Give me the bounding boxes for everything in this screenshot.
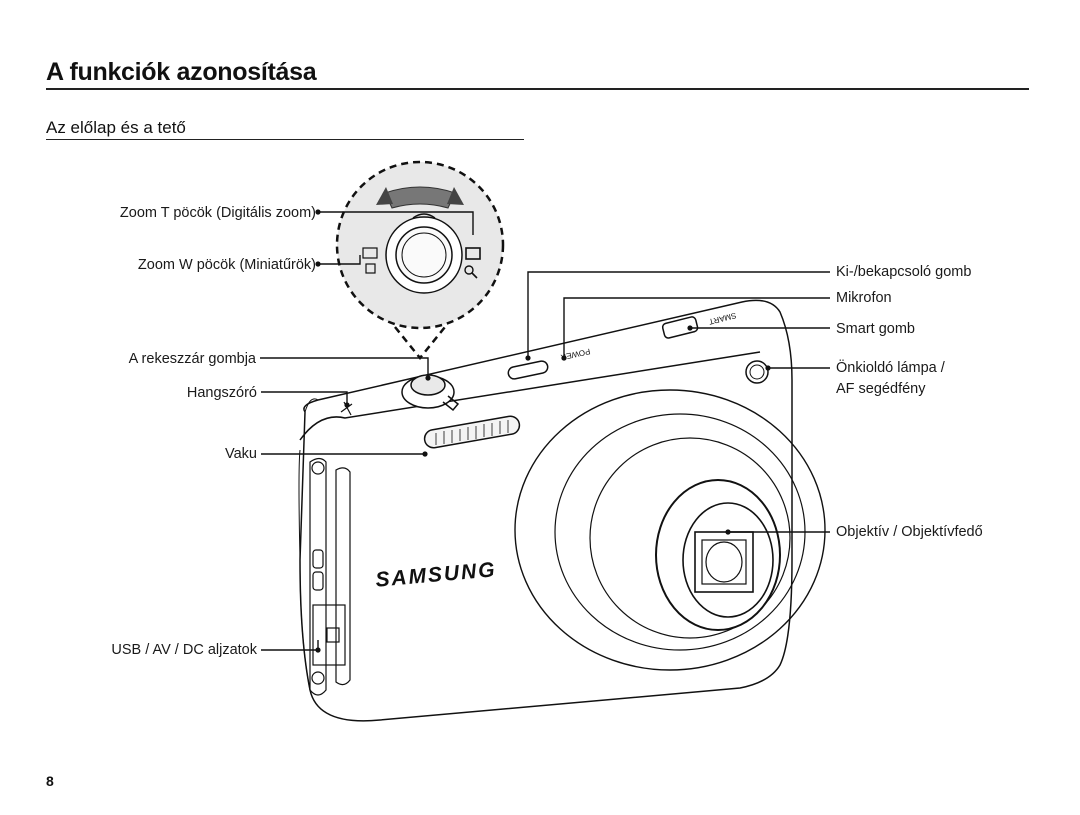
label-shutter: A rekeszzár gombja (128, 351, 256, 367)
page-number: 8 (46, 773, 54, 789)
lens-assembly (514, 389, 826, 671)
camera-body (298, 299, 826, 722)
zoom-callout (335, 160, 505, 360)
label-ports: USB / AV / DC aljzatok (111, 642, 257, 658)
section-subtitle: Az előlap és a tető (46, 118, 186, 137)
label-flash: Vaku (225, 446, 257, 462)
label-speaker: Hangszóró (186, 385, 257, 401)
label-zoom-t: Zoom T pöcök (Digitális zoom) (119, 205, 316, 221)
leader-lines (260, 211, 830, 651)
title-rule (46, 88, 1029, 90)
label-zoom-w: Zoom W pöcök (Miniatűrök) (137, 257, 316, 273)
label-smart: Smart gomb (836, 321, 915, 337)
label-power: Ki-/bekapcsoló gomb (836, 264, 972, 280)
label-timer-lamp-2: AF segédfény (836, 381, 926, 397)
label-lens: Objektív / Objektívfedő (836, 524, 983, 540)
label-mic: Mikrofon (836, 290, 892, 306)
leader-dots (315, 209, 771, 653)
subtitle-rule (46, 139, 524, 140)
label-timer-lamp-1: Önkioldó lámpa / (836, 360, 945, 376)
page-title: A funkciók azonosítása (46, 58, 317, 86)
